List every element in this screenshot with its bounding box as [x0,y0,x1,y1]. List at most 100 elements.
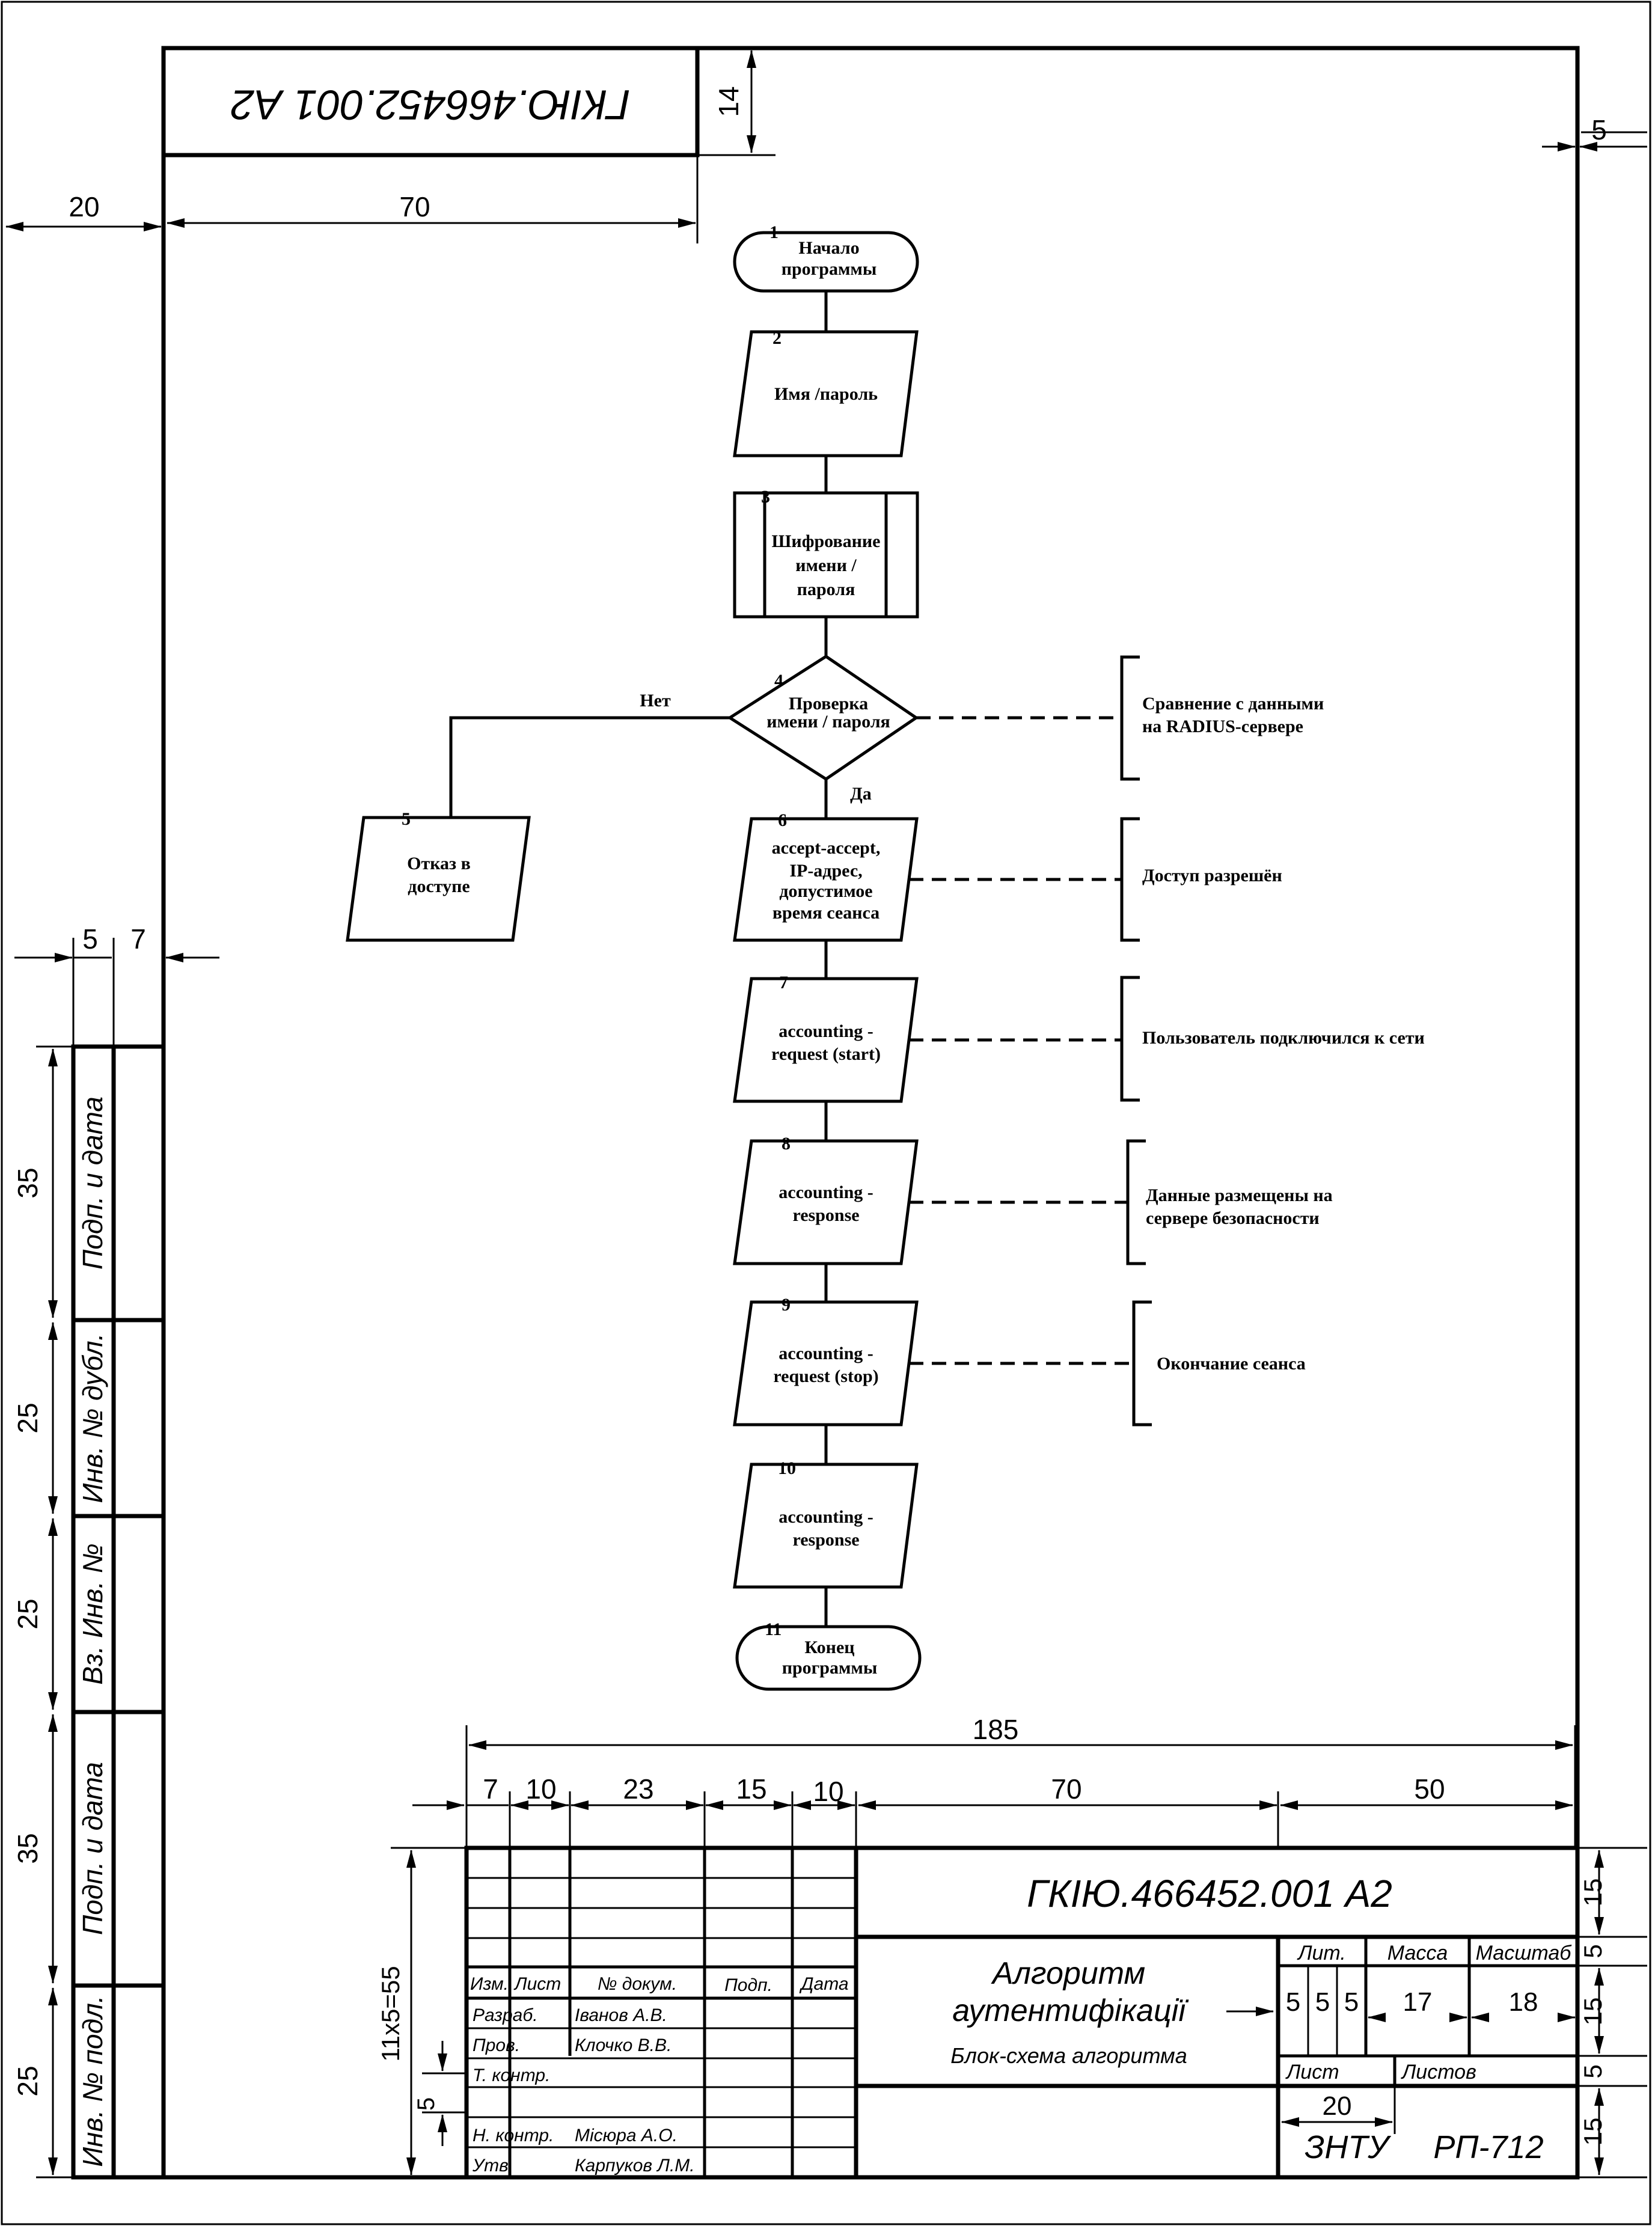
masshtab-value: 18 [1509,1987,1538,2017]
label-list: Лист [1285,2061,1339,2084]
dim-side-25b: 25 [12,1598,43,1629]
node-label-line: request (start) [771,1044,881,1064]
header-list: Лист [513,1974,561,1994]
side-label-inv-podl: Инв. № подл. [77,1995,108,2166]
title-block [464,1845,1580,2180]
branch-yes-label: Да [850,784,872,804]
comment-line: Сравнение с данными [1142,694,1324,714]
lit-cell: 5 [1344,1987,1359,2017]
lit-cell: 5 [1315,1987,1330,2017]
node-io: 2 Имя /пароль [733,328,919,457]
node-label-line: Отказ в [407,854,471,873]
dim-right-margin: 5 [1591,114,1607,145]
name-razrab: Іванов А.В. [575,2005,667,2025]
node-label-line: программы [782,259,877,279]
dim-col-10a: 10 [525,1773,556,1805]
node-label-line: accounting - [779,1182,873,1202]
node-number: 4 [774,671,783,691]
node-label-line: Имя /пароль [774,384,878,404]
node-label-line: response [792,1205,859,1225]
node-label: accounting - request (stop) [773,1344,878,1386]
node-io: 8 accounting - response [733,1134,919,1265]
comment-text: Доступ разрешён [1142,866,1282,885]
label-lit: Лит. [1297,1942,1346,1965]
node-label-line: время сеанса [772,903,880,923]
node-label-line: accounting - [779,1344,873,1363]
flowchart-connectors [449,291,828,1627]
massa-value: 17 [1403,1987,1433,2017]
node-label-line: request (stop) [773,1366,878,1386]
node-number: 8 [782,1134,791,1154]
node-label-line: response [792,1530,859,1550]
title-block-dimensions [391,1725,1647,2179]
node-label: Имя /пароль [774,384,878,404]
role-nkontr: Н. контр. [473,2126,554,2145]
top-dimensions [5,47,1647,243]
dim-r-15b: 15 [1579,1998,1607,2026]
comment-line: сервере безопасности [1146,1208,1320,1228]
role-utv: Утв. [472,2156,513,2176]
node-number: 2 [772,328,782,348]
rotated-stamp-code: ГКІЮ.466452.001 А2 [231,82,631,129]
node-io: 9 accounting -request (stop) [733,1295,919,1426]
comment-line: Окончание сеанса [1157,1354,1306,1374]
node-label: accounting -request (start) [771,1021,881,1064]
comment-text: Окончание сеанса [1157,1354,1306,1374]
branch-no-label: Нет [640,691,671,711]
node-label: accounting - response [779,1182,873,1225]
comment-text: Данные размещены на сервере безопасности [1146,1185,1333,1228]
node-label: Отказ в доступе [407,854,471,896]
lit-cell: 5 [1286,1987,1300,2017]
node-label-line: Шифрование [771,531,880,551]
dim-stamp-width: 70 [399,191,430,222]
name-nkontr: Місюра А.О. [575,2126,678,2145]
node-label: accounting - response [779,1507,873,1550]
node-label-line: доступе [408,876,470,896]
dim-col-10b: 10 [813,1776,843,1807]
comment-line: Доступ разрешён [1142,866,1282,885]
node-number: 5 [402,809,411,829]
node-label-line: Конец [804,1637,854,1657]
dim-col-50: 50 [1414,1773,1445,1805]
side-label-podp-data-2: Подп. и дата [77,1762,108,1935]
role-prov: Пров. [473,2035,520,2055]
node-number: 3 [761,487,770,507]
side-label-vz-inv: Вз. Инв. № [77,1543,108,1684]
dim-r-15a: 15 [1579,1879,1607,1907]
label-masshtab: Масштаб [1476,1942,1573,1965]
side-label-inv-dubl: Инв. № дубл. [77,1333,108,1503]
title-code: ГКІЮ.466452.001 А2 [1027,1872,1392,1915]
dim-r-5b: 5 [1579,2064,1607,2078]
side-strip [14,938,219,2180]
node-label-line: accounting - [779,1507,873,1527]
dim-side-25c: 25 [12,2065,43,2096]
rotated-stamp: ГКІЮ.466452.001 А2 [161,46,700,157]
header-izm: Изм. [470,1974,509,1994]
dim-col-15: 15 [736,1773,766,1805]
dim-znt-20: 20 [1323,2091,1352,2121]
node-label-line: программы [782,1658,878,1678]
node-number: 7 [779,973,788,992]
node-label-line: имени / [795,555,857,575]
dim-stamp-height: 14 [713,86,744,117]
dim-col-7: 7 [483,1773,498,1805]
node-number: 1 [769,222,779,242]
comment-line: Данные размещены на [1146,1185,1333,1205]
role-razrab: Разраб. [473,2005,538,2025]
label-massa: Масса [1387,1942,1448,1965]
dim-r-15c: 15 [1579,2118,1607,2146]
dim-side-col-a: 5 [82,923,98,955]
comment-text: Пользователь подключился к сети [1142,1028,1425,1048]
dim-r-5a: 5 [1579,1944,1607,1958]
side-label-podp-data-1: Подп. и дата [77,1096,108,1270]
dim-title-total: 185 [973,1714,1019,1745]
header-data: Дата [799,1974,848,1994]
